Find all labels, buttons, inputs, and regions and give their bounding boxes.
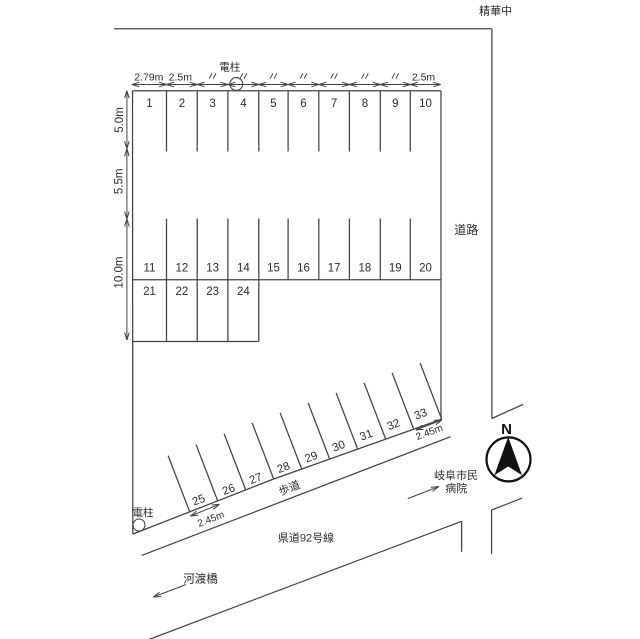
svg-text:9: 9 [392,98,398,110]
svg-text:30: 30 [331,439,347,455]
svg-text:33: 33 [413,407,429,423]
svg-text:10.0m: 10.0m [114,257,126,289]
svg-text:14: 14 [237,263,250,275]
svg-text:病院: 病院 [445,481,467,495]
svg-text:7: 7 [331,98,337,110]
svg-text:5: 5 [270,98,276,110]
svg-text:26: 26 [221,482,237,498]
svg-text:24: 24 [237,286,250,298]
svg-text:6: 6 [300,98,306,110]
svg-text:精華中: 精華中 [479,4,512,17]
svg-text:1: 1 [146,98,152,110]
svg-text:29: 29 [303,450,319,466]
svg-text:19: 19 [389,263,402,275]
svg-text:20: 20 [419,263,432,275]
svg-text:道路: 道路 [454,222,478,237]
svg-text:31: 31 [358,428,374,444]
svg-text:2.5m: 2.5m [169,72,193,84]
svg-text:岐阜市民: 岐阜市民 [434,468,478,482]
svg-text:18: 18 [359,263,372,275]
svg-text:8: 8 [362,98,368,110]
svg-text:15: 15 [267,263,280,275]
svg-text:2: 2 [179,98,185,110]
svg-text:電柱: 電柱 [219,60,240,73]
svg-text:3: 3 [209,98,215,110]
svg-text:23: 23 [206,286,219,298]
svg-text:N: N [501,421,512,438]
svg-text:27: 27 [248,471,264,487]
svg-text:22: 22 [176,286,189,298]
svg-text:県道92号線: 県道92号線 [278,531,334,545]
svg-text:河渡橋: 河渡橋 [183,572,218,586]
svg-text:17: 17 [328,263,341,275]
svg-text:21: 21 [143,286,156,298]
svg-text:11: 11 [144,263,156,275]
svg-text:10: 10 [419,98,432,110]
svg-text:5.0m: 5.0m [114,107,126,133]
svg-text:16: 16 [297,263,310,275]
svg-text:2.5m: 2.5m [412,72,436,84]
svg-text:32: 32 [386,417,402,433]
svg-text:25: 25 [191,493,207,509]
svg-text:12: 12 [176,263,189,275]
svg-text:4: 4 [240,98,247,110]
svg-text:電柱: 電柱 [133,506,154,519]
svg-text:28: 28 [276,460,292,476]
svg-text:13: 13 [206,263,219,275]
svg-text:2.79m: 2.79m [134,72,163,84]
svg-text:5.5m: 5.5m [114,169,126,195]
